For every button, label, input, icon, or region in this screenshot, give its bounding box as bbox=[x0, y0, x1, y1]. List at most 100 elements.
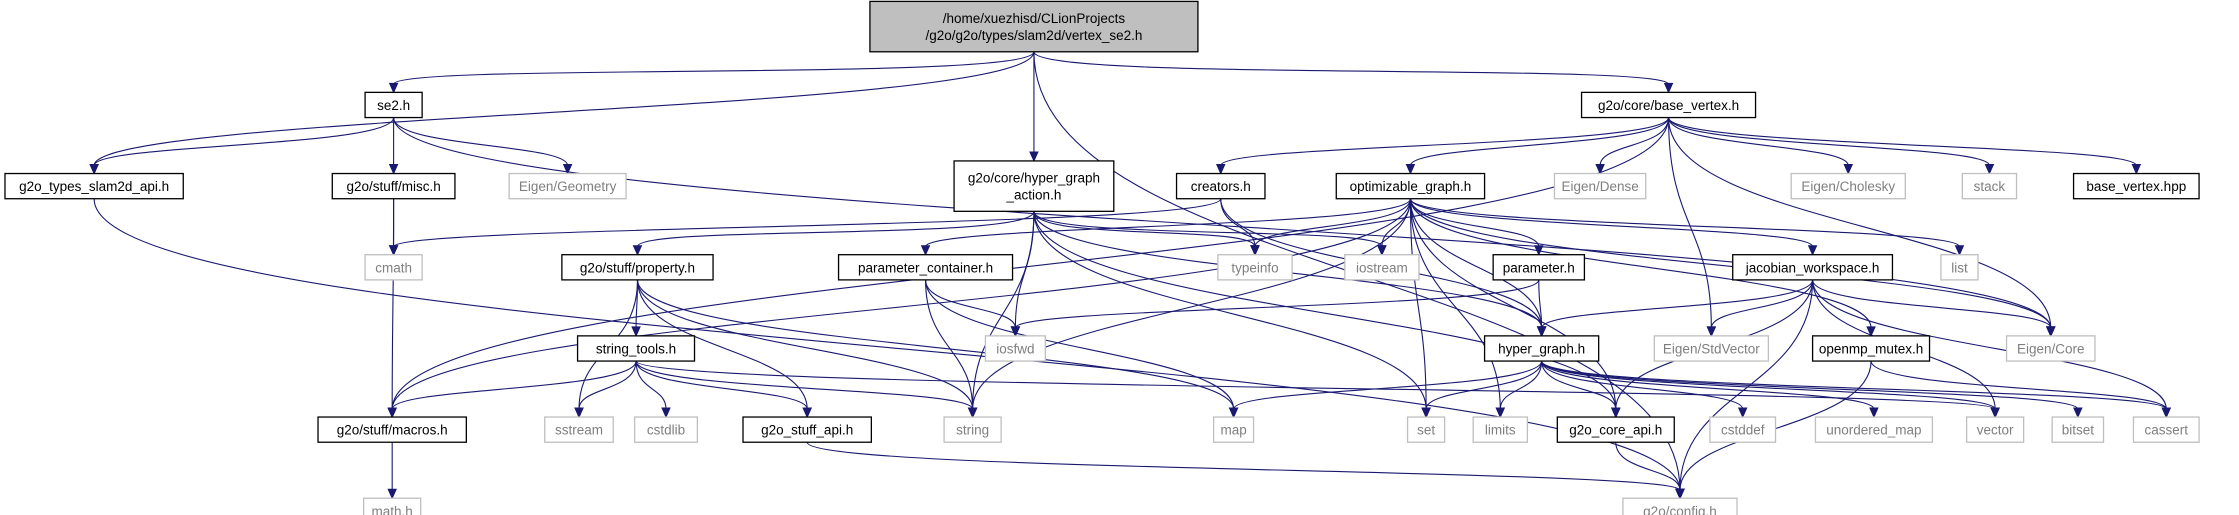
edge-root-to-se2 bbox=[393, 51, 1035, 85]
edge-hga-to-iosfwd bbox=[1014, 211, 1035, 328]
node-box bbox=[1653, 335, 1770, 362]
node-box[interactable] bbox=[561, 254, 714, 281]
edge-jacobian-to-eigencore bbox=[1812, 279, 2052, 329]
edge-se2-to-api2d bbox=[93, 117, 395, 166]
node-box bbox=[2051, 416, 2105, 443]
edge-arrowhead bbox=[574, 407, 584, 419]
edge-arrowhead bbox=[388, 82, 399, 94]
node-box bbox=[1940, 254, 1979, 281]
node-label: iosfwd bbox=[996, 341, 1034, 356]
node-stack: stack bbox=[1961, 172, 2018, 200]
node-box[interactable] bbox=[317, 416, 467, 443]
edge-creators-to-cmath bbox=[393, 198, 1222, 248]
edge-arrowhead bbox=[1010, 326, 1021, 338]
node-box[interactable] bbox=[1732, 254, 1894, 281]
node-property[interactable]: g2o/stuff/property.h bbox=[561, 254, 714, 281]
edge-hypergraph-to-coreapi bbox=[1541, 361, 1617, 410]
node-misc[interactable]: g2o/stuff/misc.h bbox=[331, 172, 456, 200]
node-label: Eigen/StdVector bbox=[1663, 341, 1760, 356]
node-label: creators.h bbox=[1191, 179, 1251, 194]
edge-arrowhead bbox=[1706, 326, 1717, 338]
edge-arrowhead bbox=[2131, 164, 2142, 175]
node-se2[interactable]: se2.h bbox=[364, 91, 423, 119]
edge-arrowhead bbox=[1595, 164, 1605, 175]
node-basevertex[interactable]: g2o/core/base_vertex.h bbox=[1580, 91, 1757, 119]
edge-arrowhead bbox=[1421, 407, 1431, 419]
edge-arrowhead bbox=[1807, 245, 1818, 256]
node-label: unordered_map bbox=[1826, 423, 1921, 438]
node-label: _action.h bbox=[1006, 188, 1062, 203]
edge-arrowhead bbox=[920, 245, 931, 256]
node-box[interactable] bbox=[576, 335, 696, 362]
node-box[interactable] bbox=[1556, 416, 1675, 443]
node-box[interactable] bbox=[742, 416, 873, 443]
node-coreapi[interactable]: g2o_core_api.h bbox=[1556, 416, 1675, 443]
node-box[interactable] bbox=[364, 91, 423, 119]
node-iostream: iostream bbox=[1344, 254, 1420, 281]
node-hga[interactable]: g2o/core/hyper_graph_action.h bbox=[953, 160, 1115, 212]
edge-hypergraph-to-cstddef bbox=[1541, 360, 1744, 410]
edge-stuffapi-to-config bbox=[806, 441, 1681, 491]
node-label: g2o/stuff/macros.h bbox=[337, 423, 448, 438]
edge-arrowhead bbox=[802, 407, 812, 419]
edge-arrowhead bbox=[632, 245, 643, 256]
node-geometry: Eigen/Geometry bbox=[508, 172, 627, 200]
edge-arrowhead bbox=[387, 407, 397, 419]
node-box[interactable] bbox=[1492, 254, 1586, 281]
node-box bbox=[1961, 172, 2018, 200]
node-bvhpp[interactable]: base_vertex.hpp bbox=[2072, 172, 2200, 200]
node-box[interactable] bbox=[1580, 91, 1757, 119]
node-box[interactable] bbox=[953, 160, 1115, 212]
edge-se2-to-geometry bbox=[393, 117, 569, 166]
edge-arrowhead bbox=[1984, 164, 1995, 175]
edge-arrowhead bbox=[1675, 488, 1685, 500]
node-box[interactable] bbox=[1483, 335, 1600, 362]
node-strtools[interactable]: string_tools.h bbox=[576, 335, 696, 362]
node-hypergraph[interactable]: hyper_graph.h bbox=[1483, 335, 1600, 362]
edge-strtools-to-cstdlib bbox=[635, 361, 667, 410]
node-optgraph[interactable]: optimizable_graph.h bbox=[1335, 172, 1486, 200]
node-box[interactable] bbox=[1175, 172, 1266, 200]
edge-creators-to-typeinfo bbox=[1220, 198, 1256, 247]
node-box[interactable] bbox=[1811, 335, 1931, 362]
node-label: list bbox=[1951, 260, 1968, 275]
node-api2d[interactable]: g2o_types_slam2d_api.h bbox=[4, 172, 184, 200]
node-label: cmath bbox=[375, 260, 412, 275]
edge-optgraph-to-openmp bbox=[1409, 198, 1872, 328]
node-paramcont[interactable]: parameter_container.h bbox=[837, 254, 1014, 281]
node-stuffapi[interactable]: g2o_stuff_api.h bbox=[742, 416, 873, 443]
node-jacobian[interactable]: jacobian_workspace.h bbox=[1732, 254, 1894, 281]
node-box[interactable] bbox=[331, 172, 456, 200]
node-parameter[interactable]: parameter.h bbox=[1492, 254, 1586, 281]
edge-basevertex-to-dense bbox=[1599, 117, 1670, 166]
node-typeinfo: typeinfo bbox=[1217, 254, 1293, 281]
node-label: cstdlib bbox=[647, 423, 685, 438]
edge-parameter-to-iosfwd bbox=[1014, 279, 1540, 329]
node-box[interactable] bbox=[4, 172, 184, 200]
node-label: Eigen/Dense bbox=[1561, 179, 1638, 194]
node-box[interactable] bbox=[2072, 172, 2200, 200]
edge-arrowhead bbox=[1663, 82, 1674, 94]
edge-basevertex-to-cholesky bbox=[1668, 117, 1849, 166]
edge-optgraph-to-paramcont bbox=[924, 198, 1411, 248]
node-label: g2o/config.h bbox=[1643, 504, 1717, 515]
node-iosfwd: iosfwd bbox=[984, 335, 1046, 362]
edge-jacobian-to-hypergraph bbox=[1541, 279, 1814, 329]
edge-hga-to-set bbox=[1033, 211, 1427, 410]
edge-arrowhead bbox=[967, 407, 978, 419]
node-openmp[interactable]: openmp_mutex.h bbox=[1811, 335, 1931, 362]
edge-optgraph-to-macros bbox=[391, 198, 1411, 410]
node-label: g2o_types_slam2d_api.h bbox=[19, 179, 169, 194]
node-cholesky: Eigen/Cholesky bbox=[1790, 172, 1906, 200]
node-box bbox=[1344, 254, 1420, 281]
node-list: list bbox=[1940, 254, 1979, 281]
node-box[interactable] bbox=[837, 254, 1014, 281]
edge-optgraph-to-hypergraph bbox=[1409, 198, 1543, 328]
node-box bbox=[1472, 416, 1529, 443]
node-label: base_vertex.hpp bbox=[2086, 179, 2186, 194]
node-box[interactable] bbox=[1335, 172, 1486, 200]
node-creators[interactable]: creators.h bbox=[1175, 172, 1266, 200]
edge-hga-to-typeinfo bbox=[1033, 211, 1256, 247]
node-limits: limits bbox=[1472, 416, 1529, 443]
node-macros[interactable]: g2o/stuff/macros.h bbox=[317, 416, 467, 443]
